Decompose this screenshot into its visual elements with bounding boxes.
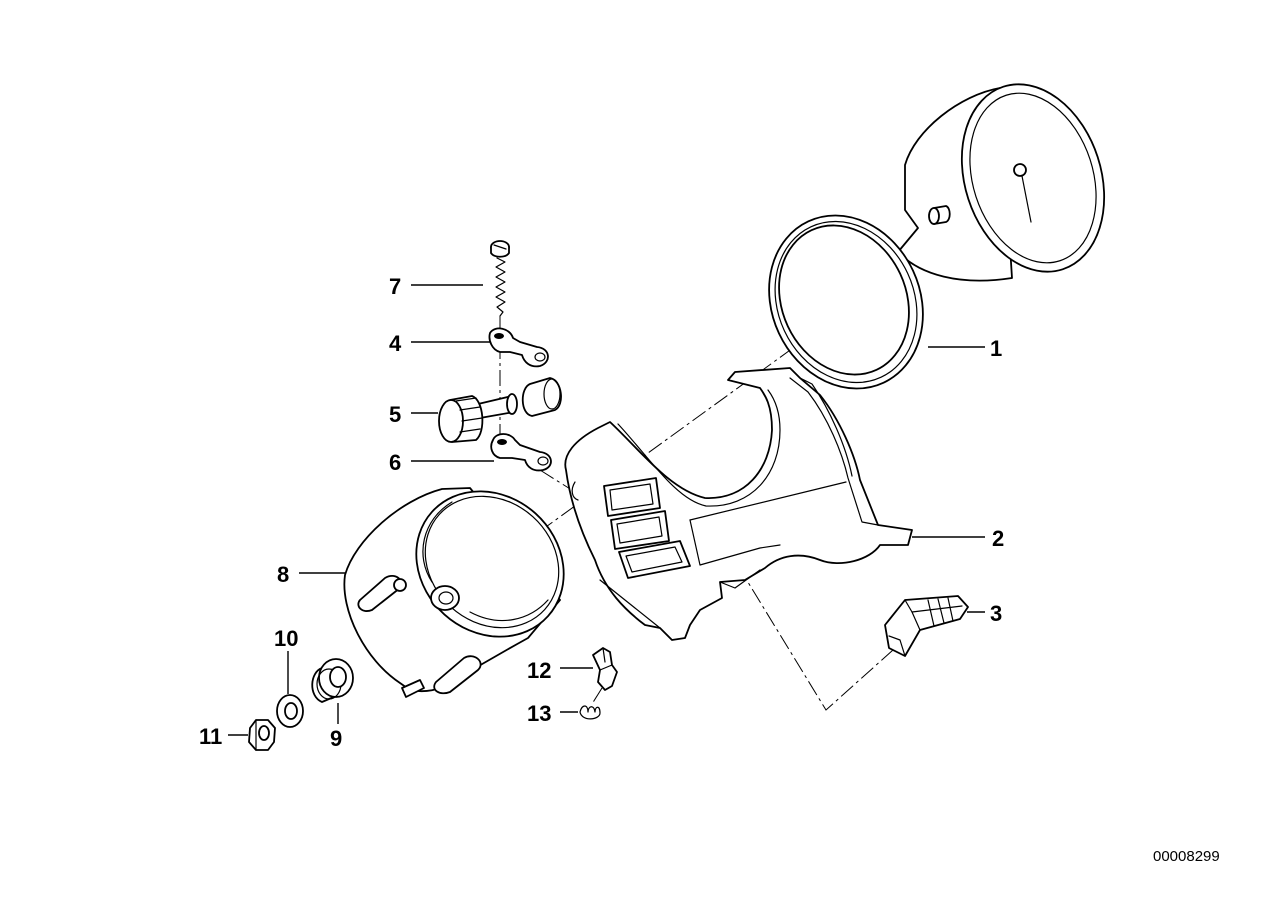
leader-lines bbox=[228, 284, 985, 736]
housing-center-hole bbox=[430, 585, 460, 611]
part-1-ring bbox=[768, 214, 924, 390]
center-line-clip bbox=[591, 687, 603, 705]
callout-7: 7 bbox=[389, 274, 401, 299]
part-5-knob bbox=[438, 377, 562, 443]
center-line-connector bbox=[709, 519, 894, 711]
callout-3: 3 bbox=[990, 601, 1002, 626]
callout-2: 2 bbox=[992, 526, 1004, 551]
callout-13: 13 bbox=[527, 701, 551, 726]
housing-slot-lower bbox=[433, 655, 482, 695]
callout-9: 9 bbox=[330, 726, 342, 751]
gauge bbox=[897, 83, 1106, 282]
diagram-reference-code: 00008299 bbox=[1153, 848, 1220, 865]
part-2-housing-panel bbox=[564, 367, 913, 641]
part-3-connector bbox=[884, 595, 969, 657]
housing-tab bbox=[401, 679, 425, 698]
callout-1: 1 bbox=[990, 336, 1002, 361]
callout-6: 6 bbox=[389, 450, 401, 475]
callout-4: 4 bbox=[389, 331, 402, 356]
part-8-housing-cup bbox=[343, 487, 565, 698]
switch-windows bbox=[603, 477, 691, 579]
callout-12: 12 bbox=[527, 658, 551, 683]
callout-5: 5 bbox=[389, 402, 401, 427]
gauge-needle bbox=[1021, 175, 1032, 223]
part-7-screw bbox=[490, 240, 510, 317]
part-4-clamp bbox=[488, 327, 549, 368]
callout-11: 11 bbox=[199, 724, 222, 749]
part-12-clip bbox=[592, 647, 618, 691]
callout-10: 10 bbox=[274, 626, 298, 651]
gauge-needle-pivot bbox=[1013, 163, 1027, 177]
part-13-spring bbox=[579, 705, 601, 720]
part-10-washer bbox=[276, 694, 304, 728]
part-11-nut bbox=[248, 719, 276, 751]
callout-labels: 1 2 3 4 5 6 7 8 9 10 11 12 13 bbox=[199, 274, 1004, 751]
callout-8: 8 bbox=[277, 562, 289, 587]
part-6-clamp bbox=[490, 433, 552, 472]
part-9-grommet bbox=[311, 658, 354, 703]
